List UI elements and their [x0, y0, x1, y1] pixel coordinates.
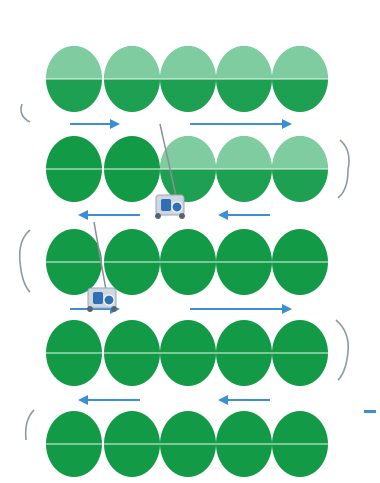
crop-plot: [272, 411, 328, 477]
crop-plot: [46, 46, 102, 112]
crop-plot: [272, 229, 328, 295]
crop-plot: [160, 229, 216, 295]
turn-bracket: [26, 410, 34, 440]
edge-marker: [364, 410, 376, 413]
plot-row: [46, 46, 328, 112]
crop-plot: [272, 136, 328, 202]
plot-row: [46, 229, 328, 295]
crop-plot: [160, 136, 216, 202]
turn-bracket: [336, 320, 348, 380]
turn-bracket: [338, 140, 349, 198]
crop-plot: [272, 46, 328, 112]
crop-plot: [160, 46, 216, 112]
plot-row: [46, 136, 328, 202]
crop-plot: [46, 229, 102, 295]
crop-plot: [46, 136, 102, 202]
plot-row: [46, 411, 328, 477]
crop-plot: [216, 411, 272, 477]
crop-plot: [46, 411, 102, 477]
crop-plot: [104, 136, 160, 202]
crop-plot: [216, 320, 272, 386]
crop-plot: [216, 229, 272, 295]
plot-grid: [46, 46, 328, 477]
turn-bracket: [21, 104, 30, 122]
crop-plot: [104, 411, 160, 477]
crop-plot: [216, 46, 272, 112]
crop-plot: [272, 320, 328, 386]
plot-row: [46, 320, 328, 386]
crop-plot: [46, 320, 102, 386]
crop-plot: [104, 46, 160, 112]
crop-plot: [104, 229, 160, 295]
crop-plot: [160, 411, 216, 477]
crop-plot: [160, 320, 216, 386]
crop-plot: [104, 320, 160, 386]
turn-bracket: [20, 230, 30, 292]
crop-plot: [216, 136, 272, 202]
